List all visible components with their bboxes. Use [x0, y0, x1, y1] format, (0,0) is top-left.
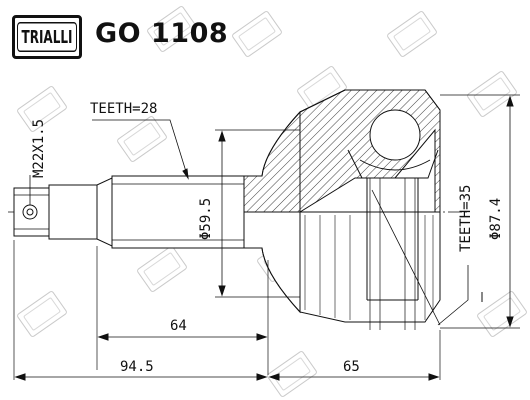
brand-logo-text: TRIALLI [16, 22, 78, 52]
brand-logo: TRIALLI [12, 15, 82, 59]
housing-diameter-label: Φ87.4 [488, 198, 504, 240]
shaft-length-label: 64 [170, 318, 187, 334]
part-number: GO 1108 [95, 18, 229, 49]
stub-length-label: 94.5 [120, 359, 154, 375]
shaft-diameter-label: Φ59.5 [198, 198, 214, 240]
teeth-28-label: TEETH=28 [90, 101, 157, 117]
thread-label: M22X1.5 [31, 119, 47, 178]
teeth-35-label: TEETH=35 [458, 185, 474, 252]
housing-length-label: 65 [343, 359, 360, 375]
